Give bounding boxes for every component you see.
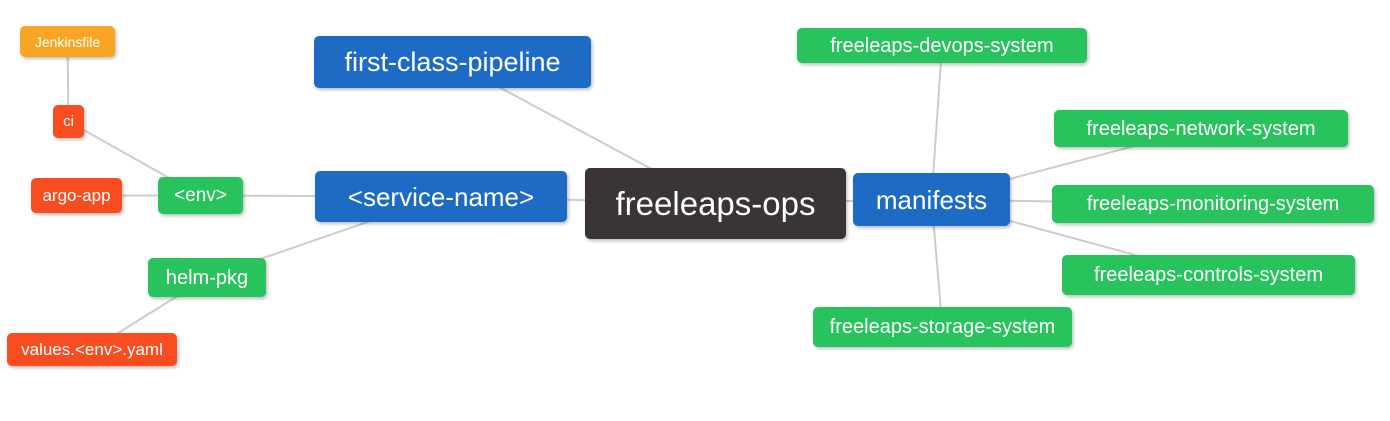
node-helm-pkg[interactable]: helm-pkg xyxy=(148,258,266,297)
node-freeleaps-controls-system[interactable]: freeleaps-controls-system xyxy=(1062,255,1355,295)
node-freeleaps-monitoring-system[interactable]: freeleaps-monitoring-system xyxy=(1052,185,1374,223)
node-service-name[interactable]: <service-name> xyxy=(315,171,567,222)
node-env[interactable]: <env> xyxy=(158,177,243,214)
node-values-env-yaml[interactable]: values.<env>.yaml xyxy=(7,333,177,366)
node-first-class-pipeline[interactable]: first-class-pipeline xyxy=(314,36,591,88)
node-freeleaps-devops-system[interactable]: freeleaps-devops-system xyxy=(797,28,1087,63)
node-freeleaps-storage-system[interactable]: freeleaps-storage-system xyxy=(813,307,1072,347)
node-freeleaps-ops[interactable]: freeleaps-ops xyxy=(585,168,846,239)
node-manifests[interactable]: manifests xyxy=(853,173,1010,226)
node-jenkinsfile[interactable]: Jenkinsfile xyxy=(20,26,115,57)
node-freeleaps-network-system[interactable]: freeleaps-network-system xyxy=(1054,110,1348,147)
node-ci[interactable]: ci xyxy=(53,105,84,138)
node-argo-app[interactable]: argo-app xyxy=(31,178,122,213)
